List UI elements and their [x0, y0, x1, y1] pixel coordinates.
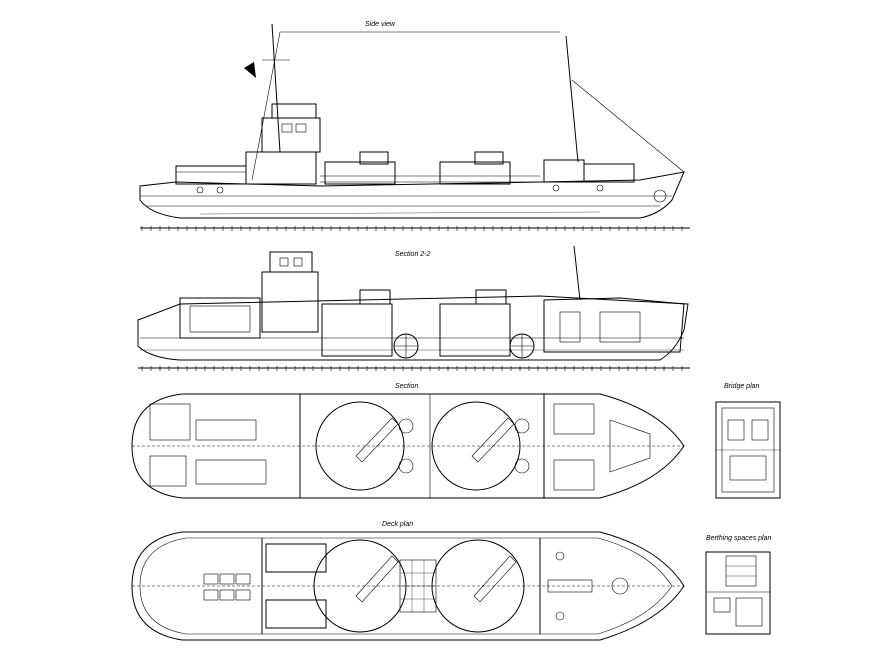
section-label: Section — [395, 383, 418, 390]
berthing-spaces-plan-label: Berthing spaces plan — [706, 535, 771, 542]
bridge-plan-drawing: Bridge plan — [715, 383, 781, 499]
side-view-drawing: Side view — [139, 21, 690, 231]
deck-plan-drawing: Deck plan — [131, 521, 685, 641]
side-view-label: Side view — [365, 21, 396, 28]
section-2-2-label: Section 2-2 — [395, 251, 431, 258]
bridge-plan-label: Bridge plan — [724, 383, 760, 390]
section-plan-drawing: Section — [131, 383, 685, 499]
section-2-2-drawing: Section 2-2 — [137, 245, 690, 371]
deck-plan-label: Deck plan — [382, 521, 413, 528]
berthing-spaces-plan-drawing: Berthing spaces plan — [705, 535, 771, 635]
